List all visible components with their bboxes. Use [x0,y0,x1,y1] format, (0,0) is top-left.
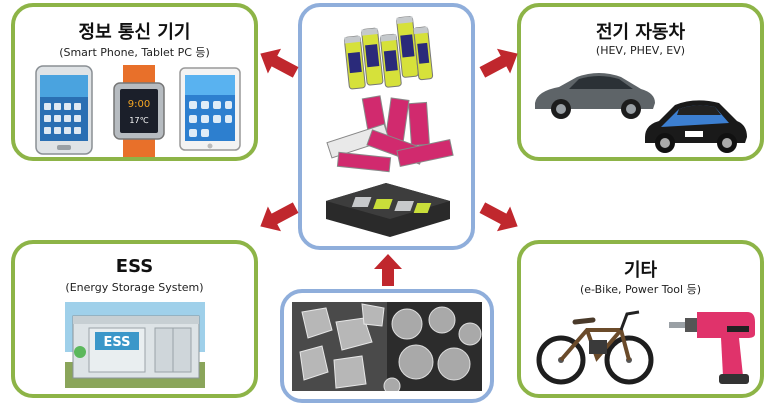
other-title: 기타 [623,260,658,281]
smartwatch-image: 9:00 17℃ [111,65,167,157]
arrow-to-info-comm [256,46,300,80]
e-bike-image [535,306,655,388]
pouch-cells-image [318,93,458,177]
electric-sedan-image [529,65,659,121]
arrow-to-other [478,200,522,234]
arrow-to-ess [256,200,300,234]
ev-subtitle: (HEV, PHEV, EV) [595,44,686,57]
arrow-to-ev [478,46,522,80]
ess-container-label: ESS [103,335,130,350]
info-comm-box: 정보 통신 기기 (Smart Phone, Tablet PC 등) [11,3,258,161]
ess-title: ESS [115,256,154,277]
ev-box: 전기 자동차 (HEV, PHEV, EV) [517,3,764,161]
tablet-image [179,67,241,151]
ess-subtitle: (Energy Storage System) [65,281,204,294]
materials-box [280,289,494,403]
ess-container-image: ESS [65,302,205,388]
smartphone-image [35,65,93,155]
cylindrical-cells-image [342,13,434,91]
power-drill-image [669,306,757,388]
arrow-materials-to-battery [373,253,403,287]
other-box: 기타 (e-Bike, Power Tool 등) [517,240,764,398]
watch-time-text: 9:00 [128,99,150,110]
cathode-material-sem-image [292,302,482,391]
other-subtitle: (e-Bike, Power Tool 등) [579,283,701,296]
electric-hatchback-image [639,93,751,155]
ev-title: 전기 자동차 [595,22,686,43]
info-comm-subtitle: (Smart Phone, Tablet PC 등) [59,46,210,59]
battery-center-box [298,3,475,250]
battery-pack-image [322,179,454,239]
ess-box: ESS (Energy Storage System) ESS [11,240,258,398]
watch-temp-text: 17℃ [129,116,148,125]
info-comm-title: 정보 통신 기기 [78,22,191,43]
